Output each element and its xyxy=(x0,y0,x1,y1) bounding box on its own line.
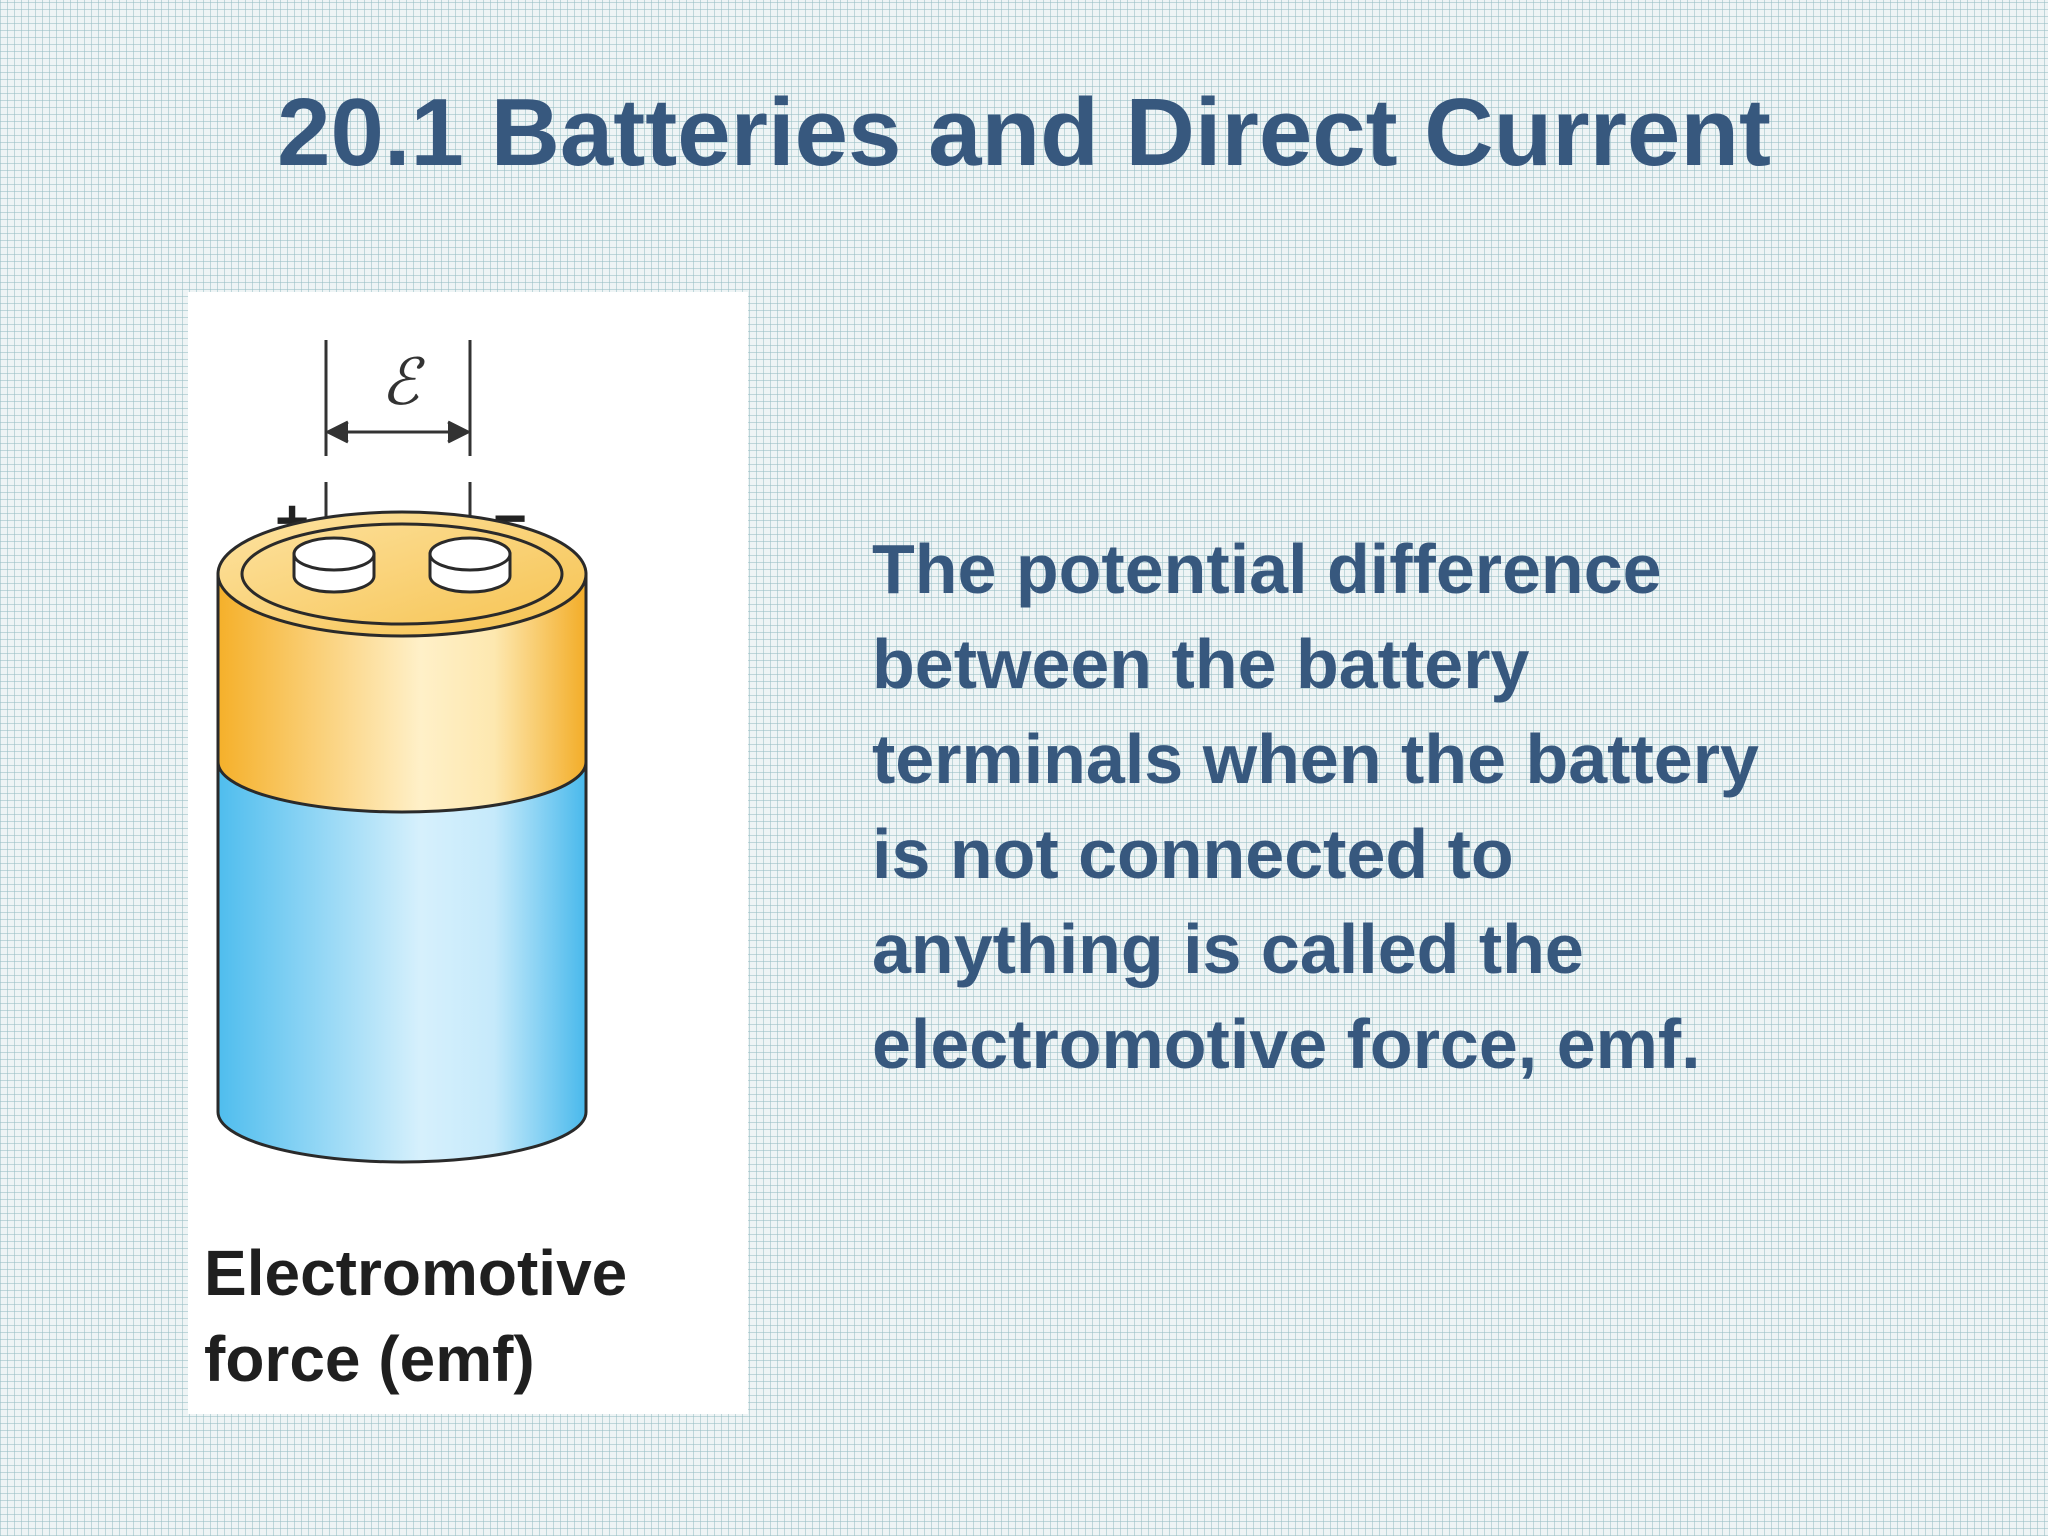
definition-line: anything is called the xyxy=(872,910,1584,988)
figure-caption-line: Electromotive xyxy=(204,1237,628,1309)
slide-title: 20.1 Batteries and Direct Current xyxy=(277,79,1771,186)
definition-line: terminals when the battery xyxy=(872,720,1759,798)
definition-line: between the battery xyxy=(872,625,1530,703)
figure-caption: Electromotive force (emf) xyxy=(204,1230,744,1402)
battery-illustration: ℰ + − xyxy=(216,340,588,1164)
battery-body xyxy=(216,760,588,1164)
definition-line: is not connected to xyxy=(872,815,1514,893)
battery-cap xyxy=(216,510,588,638)
definition-text: The potential difference between the bat… xyxy=(872,522,2002,1092)
emf-dimension-marker xyxy=(324,340,472,528)
battery-figure: ℰ + − Electromotive force (emf) xyxy=(188,292,748,1414)
definition-line: The potential difference xyxy=(872,530,1662,608)
figure-caption-line: force (emf) xyxy=(204,1323,535,1395)
emf-symbol: ℰ xyxy=(381,346,426,420)
negative-terminal xyxy=(428,536,512,594)
battery-top-band xyxy=(216,572,588,814)
definition-line: electromotive force, emf. xyxy=(872,1005,1701,1083)
positive-terminal xyxy=(292,536,376,594)
